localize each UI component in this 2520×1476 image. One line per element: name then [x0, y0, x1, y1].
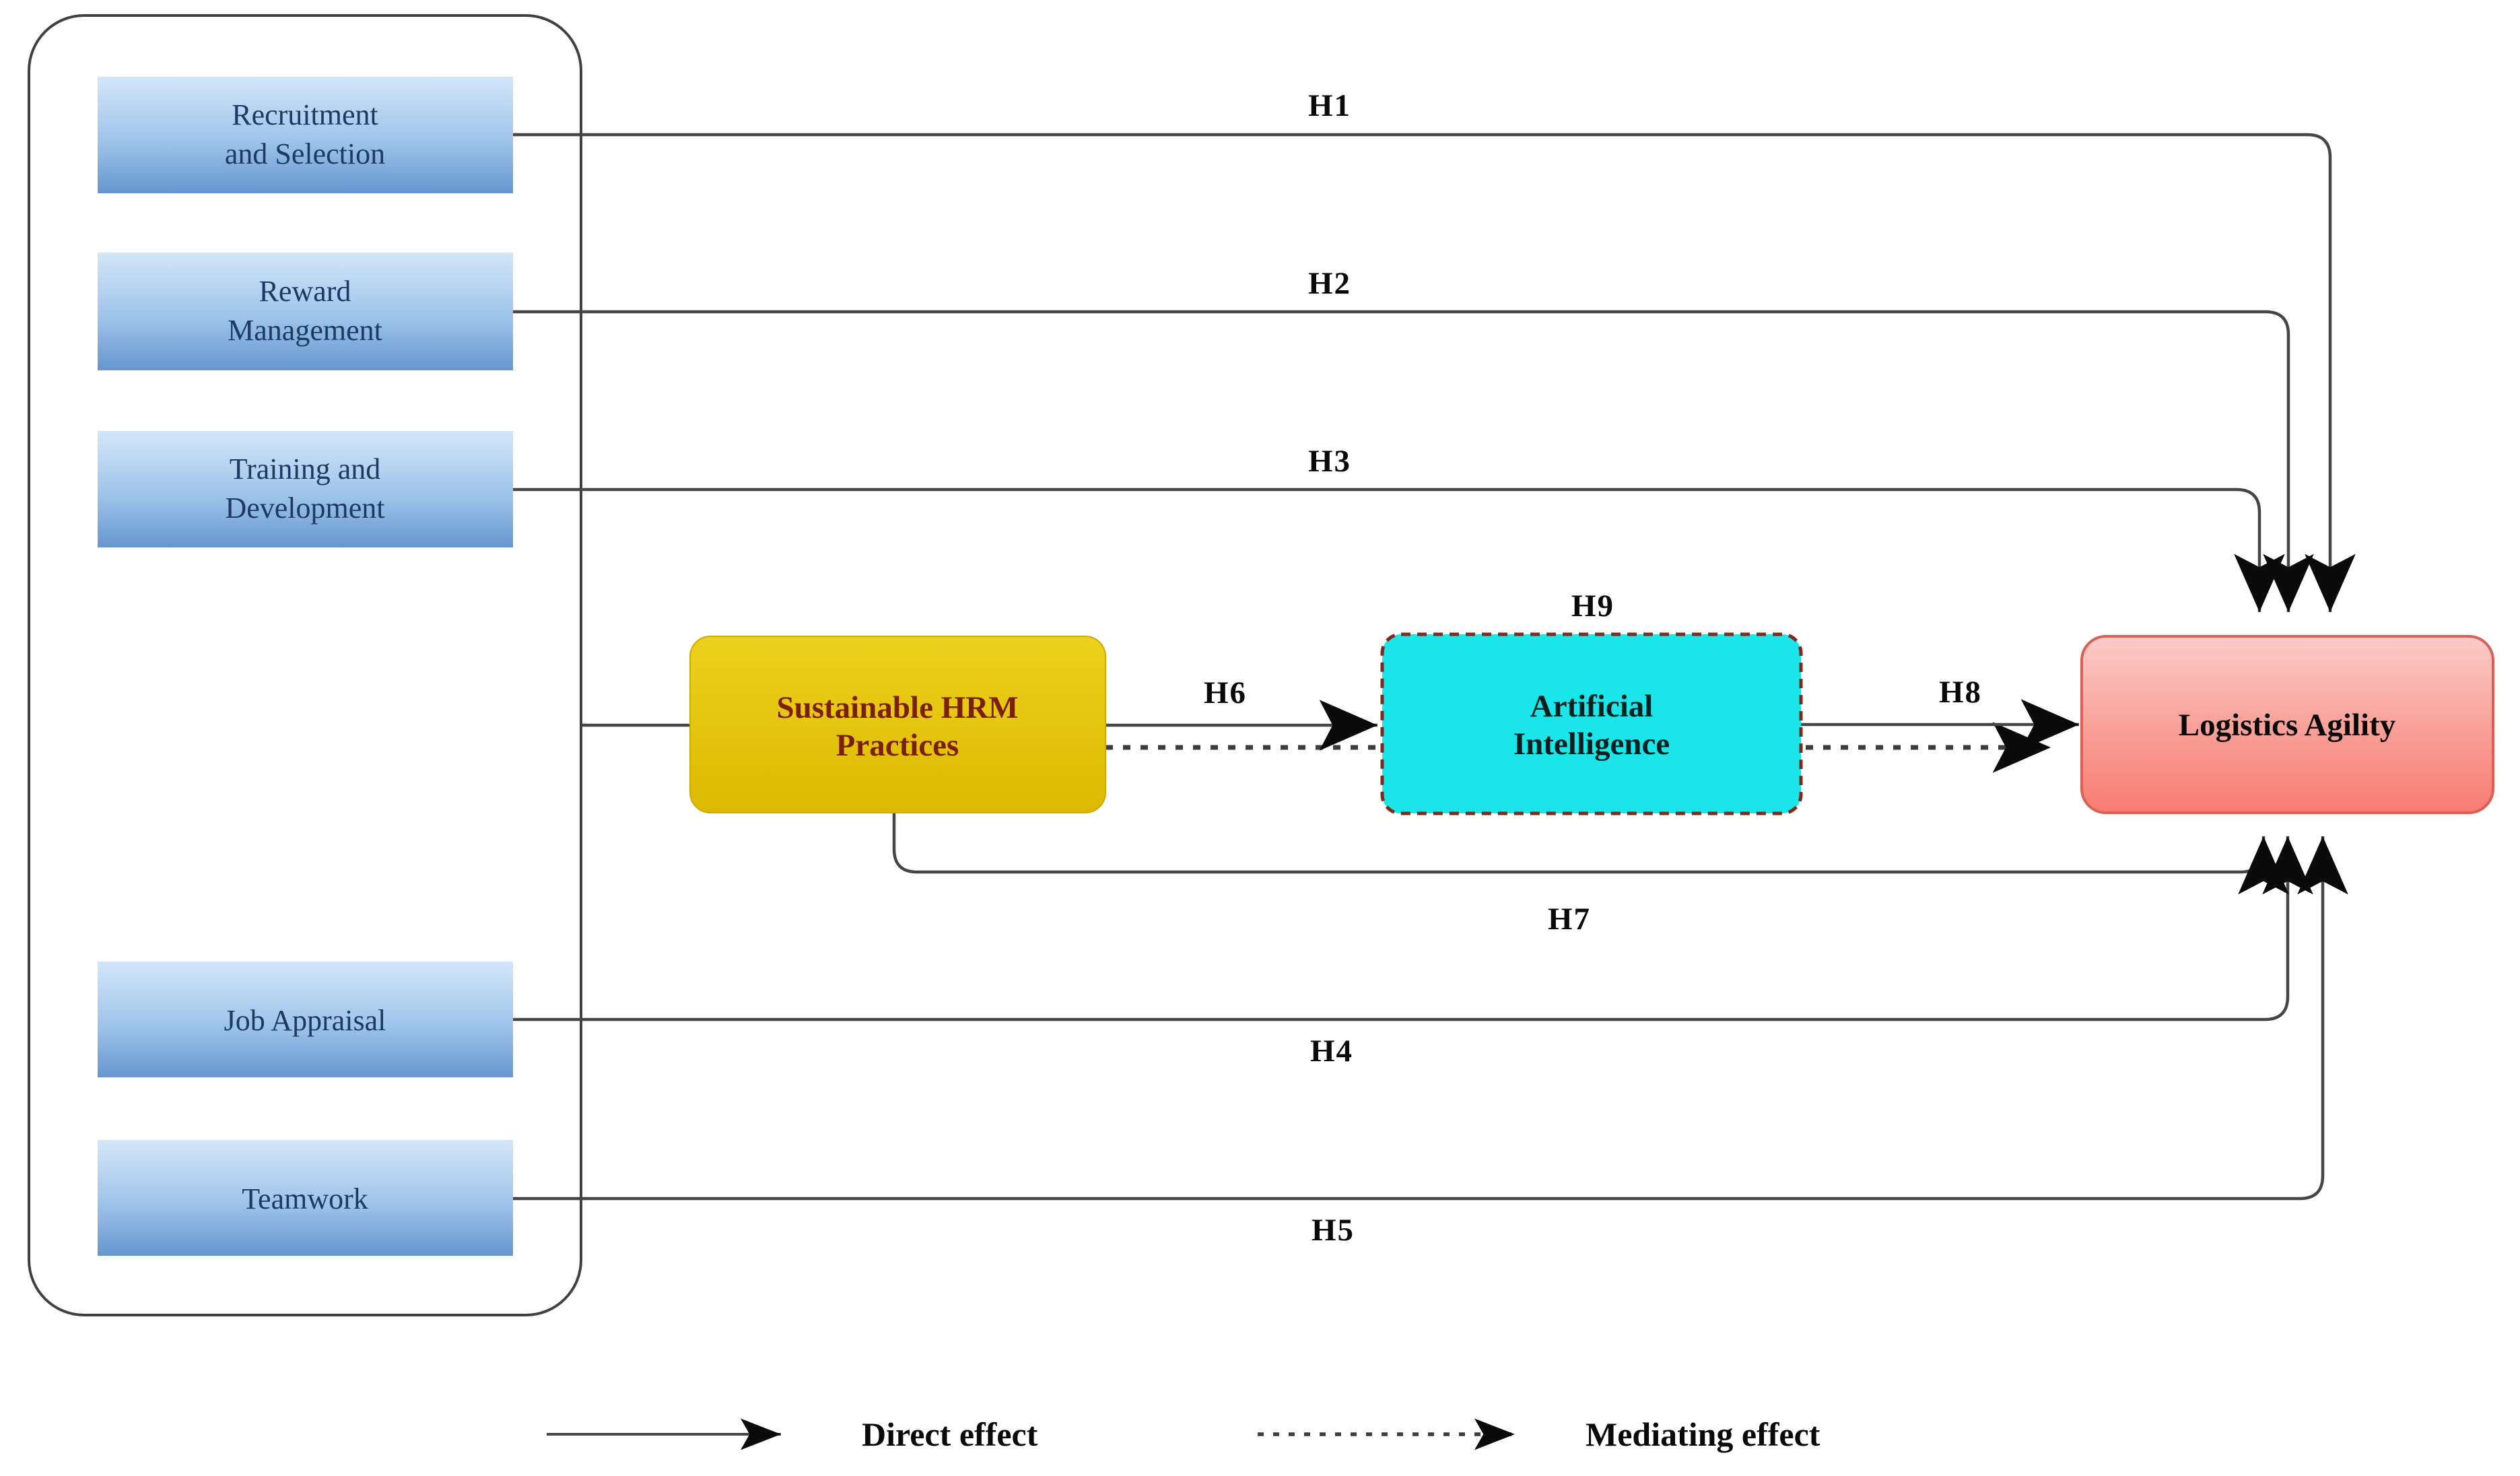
label-h2: H2: [1308, 266, 1351, 301]
training-box: [98, 431, 513, 547]
legend: Direct effect Mediating effect: [547, 1415, 1820, 1453]
sustainable-hrm-box: [689, 636, 1106, 813]
sustainable-hrm-label-line2: Practices: [836, 728, 959, 763]
reward-label-line1: Reward: [259, 275, 351, 308]
teamwork-box: [98, 1140, 513, 1256]
arrow-h5: [513, 836, 2348, 1201]
legend-mediating-effect-label: Mediating effect: [1586, 1415, 1820, 1453]
recruitment-label-line1: Recruitment: [232, 98, 378, 131]
arrow-h3: [513, 488, 2285, 612]
legend-direct-effect-label: Direct effect: [862, 1415, 1038, 1453]
artificial-intelligence-label-line2: Intelligence: [1513, 727, 1670, 762]
label-h1: H1: [1308, 88, 1351, 123]
sustainable-hrm-label-line1: Sustainable HRM: [776, 690, 1018, 725]
job-appraisal-label: Job Appraisal: [224, 1004, 386, 1037]
training-label-line1: Training and: [230, 452, 381, 485]
node-sustainable-hrm: Sustainable HRM Practices: [689, 636, 1106, 813]
label-h3: H3: [1308, 444, 1351, 479]
label-h8: H8: [1939, 675, 1982, 710]
recruitment-label-line2: and Selection: [225, 137, 385, 170]
logistics-agility-box: [2080, 635, 2494, 814]
reward-label-line2: Management: [228, 314, 382, 347]
arrow-h7: [892, 813, 2289, 895]
arrow-h4: [513, 836, 2313, 1021]
node-logistics-agility: Logistics Agility: [2080, 635, 2494, 814]
node-artificial-intelligence: Artificial Intelligence: [1380, 632, 1803, 815]
job-appraisal-box: [98, 962, 513, 1077]
arrow-h2: [513, 310, 2314, 612]
teamwork-label: Teamwork: [242, 1182, 368, 1215]
node-reward-management: Reward Management: [98, 253, 513, 370]
hrm-practices-group-container: [28, 14, 582, 1316]
label-h9: H9: [1571, 589, 1614, 624]
node-recruitment-selection: Recruitment and Selection: [98, 77, 513, 193]
logistics-agility-label: Logistics Agility: [2179, 708, 2396, 743]
node-teamwork: Teamwork: [98, 1140, 513, 1256]
label-h4: H4: [1310, 1034, 1353, 1069]
label-h7: H7: [1548, 902, 1591, 937]
artificial-intelligence-box: [1380, 632, 1803, 815]
label-h5: H5: [1312, 1213, 1355, 1248]
artificial-intelligence-label-line1: Artificial: [1530, 689, 1654, 724]
reward-box: [98, 253, 513, 370]
node-training-development: Training and Development: [98, 431, 513, 547]
recruitment-box: [98, 77, 513, 193]
node-job-appraisal: Job Appraisal: [98, 962, 513, 1077]
arrow-h1: [513, 133, 2356, 612]
label-h6: H6: [1204, 675, 1247, 710]
training-label-line2: Development: [225, 492, 384, 525]
